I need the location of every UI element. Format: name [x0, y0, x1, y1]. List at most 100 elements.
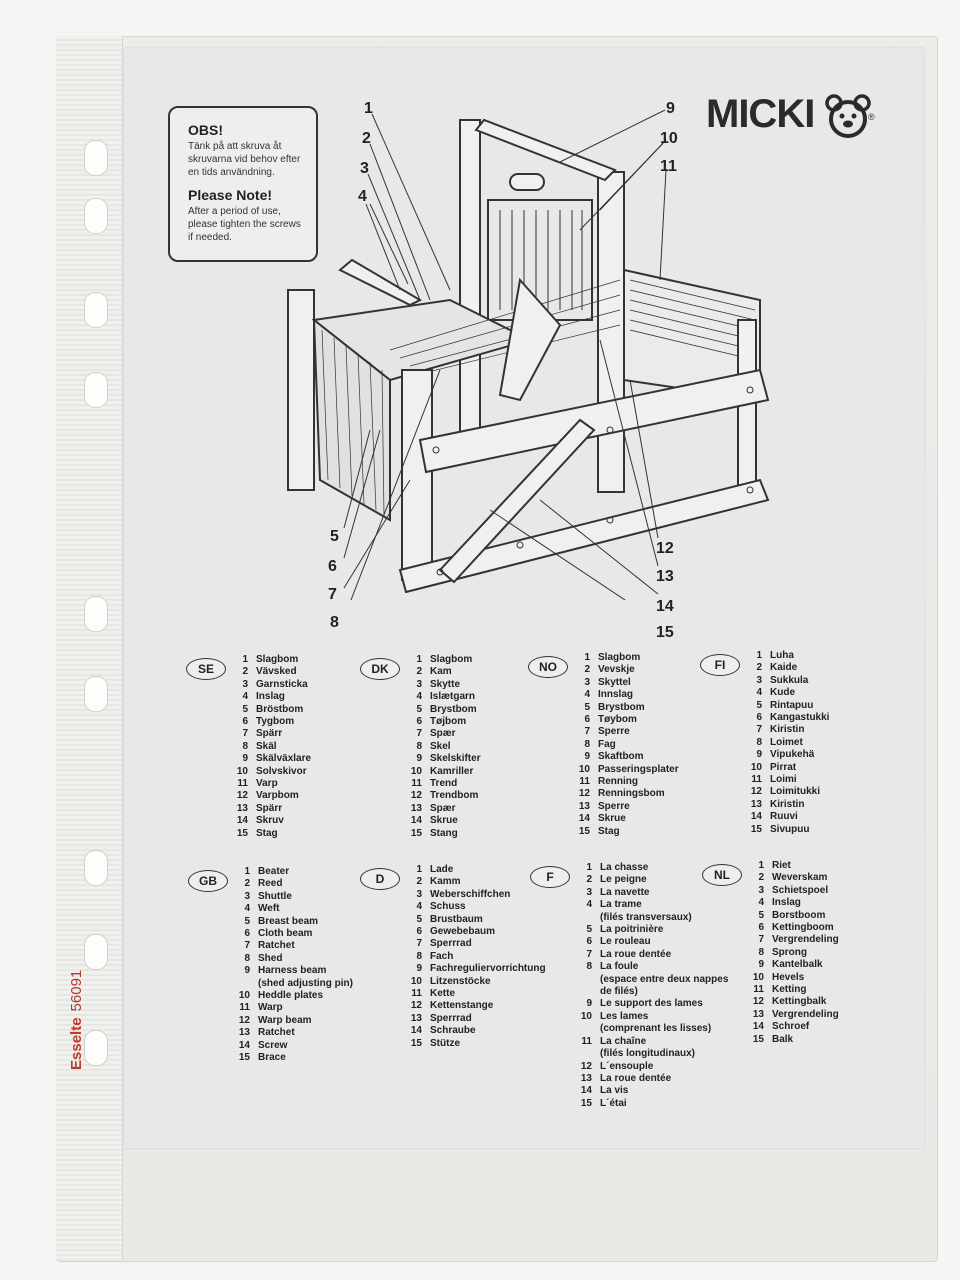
lang-code-badge: F — [530, 866, 570, 888]
legend-item: (shed adjusting pin) — [258, 977, 353, 989]
binder-hole — [84, 596, 108, 632]
note-box: OBS! Tänk på att skruva åt skruvarna vid… — [168, 106, 318, 262]
note-text-se: Tänk på att skruva åt skruvarna vid beho… — [188, 141, 301, 178]
legend-item: (espace entre deux nappes — [600, 973, 729, 985]
binder-hole — [84, 1030, 108, 1066]
lang-code-badge: NL — [702, 864, 742, 886]
callout-9: 9 — [666, 100, 675, 117]
callout-11: 11 — [660, 158, 677, 175]
binder-hole — [84, 850, 108, 886]
lang-code-badge: D — [360, 868, 400, 890]
callout-8: 8 — [330, 614, 339, 631]
note-heading-en: Please Note! — [188, 187, 273, 203]
note-heading-se: OBS! — [188, 122, 223, 138]
callout-12: 12 — [656, 540, 674, 557]
legend-item: de filés) — [600, 986, 638, 998]
callout-5: 5 — [330, 528, 339, 545]
binder-hole — [84, 292, 108, 328]
callout-6: 6 — [328, 558, 337, 575]
lang-code-badge: FI — [700, 654, 740, 676]
callout-10: 10 — [660, 130, 678, 147]
binder-hole — [84, 372, 108, 408]
callout-1: 1 — [364, 100, 373, 117]
lang-code-badge: NO — [528, 656, 568, 678]
callout-3: 3 — [360, 160, 369, 177]
legend-item: (filés transversaux) — [600, 911, 692, 923]
